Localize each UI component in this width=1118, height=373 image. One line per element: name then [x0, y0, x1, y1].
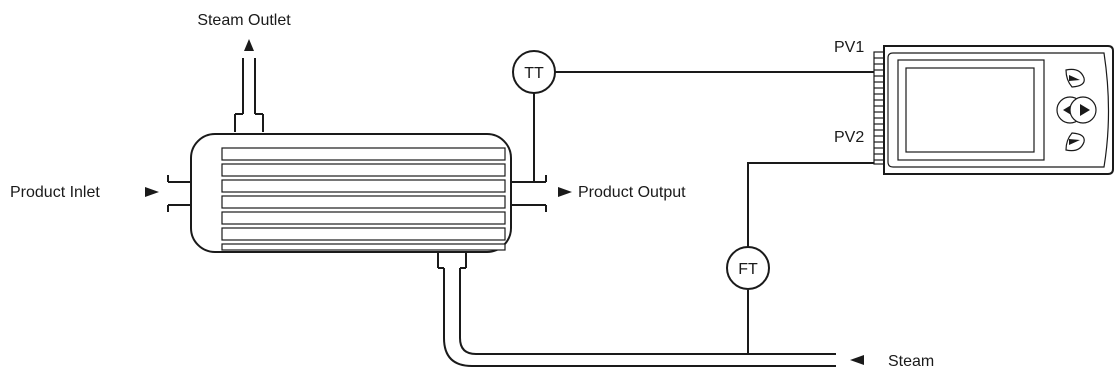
product-inlet-label: Product Inlet: [10, 184, 100, 201]
product-inlet-nozzle: [167, 175, 191, 212]
terminal-strip: [873, 51, 885, 165]
down-key-icon: [1069, 139, 1080, 145]
steam-label: Steam: [888, 353, 934, 370]
pv1-label: PV1: [834, 39, 864, 56]
steam-inlet-pipe: [437, 252, 836, 367]
steam-outlet-label: Steam Outlet: [197, 12, 291, 29]
arrow-left-icon: [850, 355, 864, 365]
device-screen: [905, 67, 1035, 153]
product-output-label: Product Output: [578, 184, 686, 201]
heat-exchanger: [190, 133, 512, 253]
device-screen-frame: [897, 59, 1045, 161]
tube-bundle: [221, 147, 506, 251]
right-arrow-icon: [1080, 104, 1090, 116]
arrow-right-icon: [145, 187, 159, 197]
controller-device: [873, 45, 1114, 175]
product-outlet-nozzle: [511, 175, 547, 212]
arrow-right-icon: [558, 187, 572, 197]
device-bezel: [887, 52, 1110, 168]
ft-label: FT: [738, 261, 758, 278]
up-key-icon: [1069, 75, 1080, 81]
ft-signal-line-pv2: [747, 162, 874, 247]
tt-label: TT: [524, 65, 544, 82]
pv2-label: PV2: [834, 129, 864, 146]
arrow-up-icon: [244, 39, 254, 51]
steam-outlet-pipe: [234, 58, 264, 132]
